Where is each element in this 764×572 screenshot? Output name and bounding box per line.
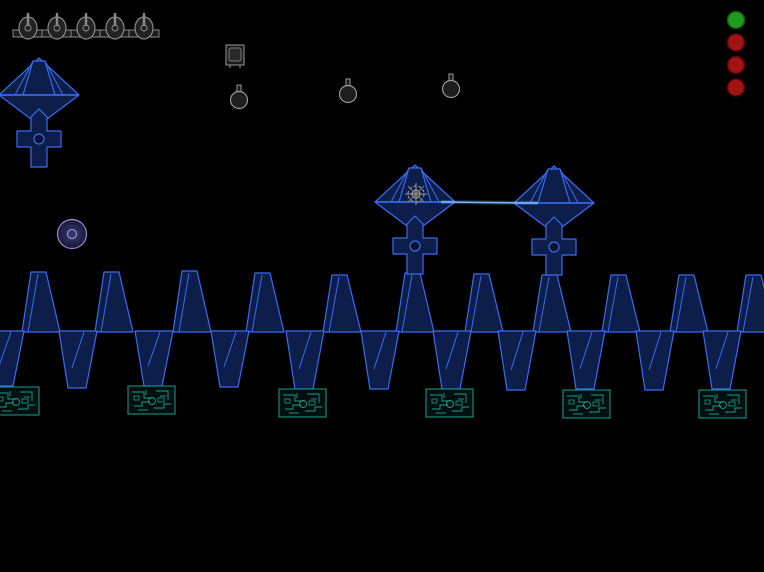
pyramid-tower-icon <box>374 164 456 275</box>
circuit-panels <box>0 385 747 419</box>
terrain-lower-spike <box>0 330 25 387</box>
red-light-3 <box>726 78 746 97</box>
terrain-lower-spike <box>210 330 250 388</box>
terrain-upper-spike <box>172 270 212 333</box>
terrain-upper-spike <box>601 274 641 333</box>
terrain-lower-spike <box>134 330 174 387</box>
terrain-lower-spike <box>566 330 606 390</box>
terrain-upper-spike <box>21 271 61 333</box>
terrain-upper-spike <box>736 274 764 333</box>
tank-icon <box>99 13 131 40</box>
pyramid-towers <box>0 57 595 276</box>
terrain-upper-spike <box>395 272 435 333</box>
zigzag-terrain <box>0 270 764 391</box>
terrain-lower-spike <box>285 330 325 390</box>
status-lights <box>726 10 746 97</box>
player-ship-icon <box>405 183 427 205</box>
terrain-upper-spike <box>94 271 134 333</box>
circuit-board-icon <box>425 388 474 418</box>
terrain-lower-spike <box>360 330 400 390</box>
circuit-board-icon <box>0 386 40 416</box>
circuit-board-icon <box>127 385 176 415</box>
lives-indicator <box>12 13 160 40</box>
tank-icon <box>41 13 73 40</box>
terrain-upper-spike <box>464 273 504 333</box>
tank-icon <box>12 13 44 40</box>
tank-icon <box>128 13 160 40</box>
orb-mine-icon <box>56 218 88 250</box>
green-light <box>726 10 746 30</box>
terrain-upper-spike <box>669 274 709 333</box>
turret-icon <box>338 78 358 104</box>
terrain-lower-spike <box>497 330 537 391</box>
red-light-2 <box>726 55 746 75</box>
circuit-board-icon <box>562 389 611 419</box>
cargo-pod-icon <box>225 44 245 68</box>
turrets <box>229 73 461 110</box>
red-light-1 <box>726 33 746 52</box>
tank-icon <box>70 13 102 40</box>
terrain-lower-spike <box>702 330 742 390</box>
circuit-board-icon <box>698 389 747 419</box>
turret-icon <box>441 73 461 99</box>
turret-icon <box>229 84 249 110</box>
terrain-upper-spike <box>245 272 285 333</box>
terrain-upper-spike <box>532 274 572 333</box>
terrain-upper-spike <box>322 274 362 333</box>
terrain-lower-spike <box>432 330 472 390</box>
terrain-lower-spike <box>635 330 675 391</box>
pyramid-tower-icon <box>513 165 595 276</box>
circuit-board-icon <box>278 388 327 418</box>
terrain-lower-spike <box>58 330 98 389</box>
pyramid-tower-icon <box>0 57 80 168</box>
laser-beam <box>440 200 539 205</box>
